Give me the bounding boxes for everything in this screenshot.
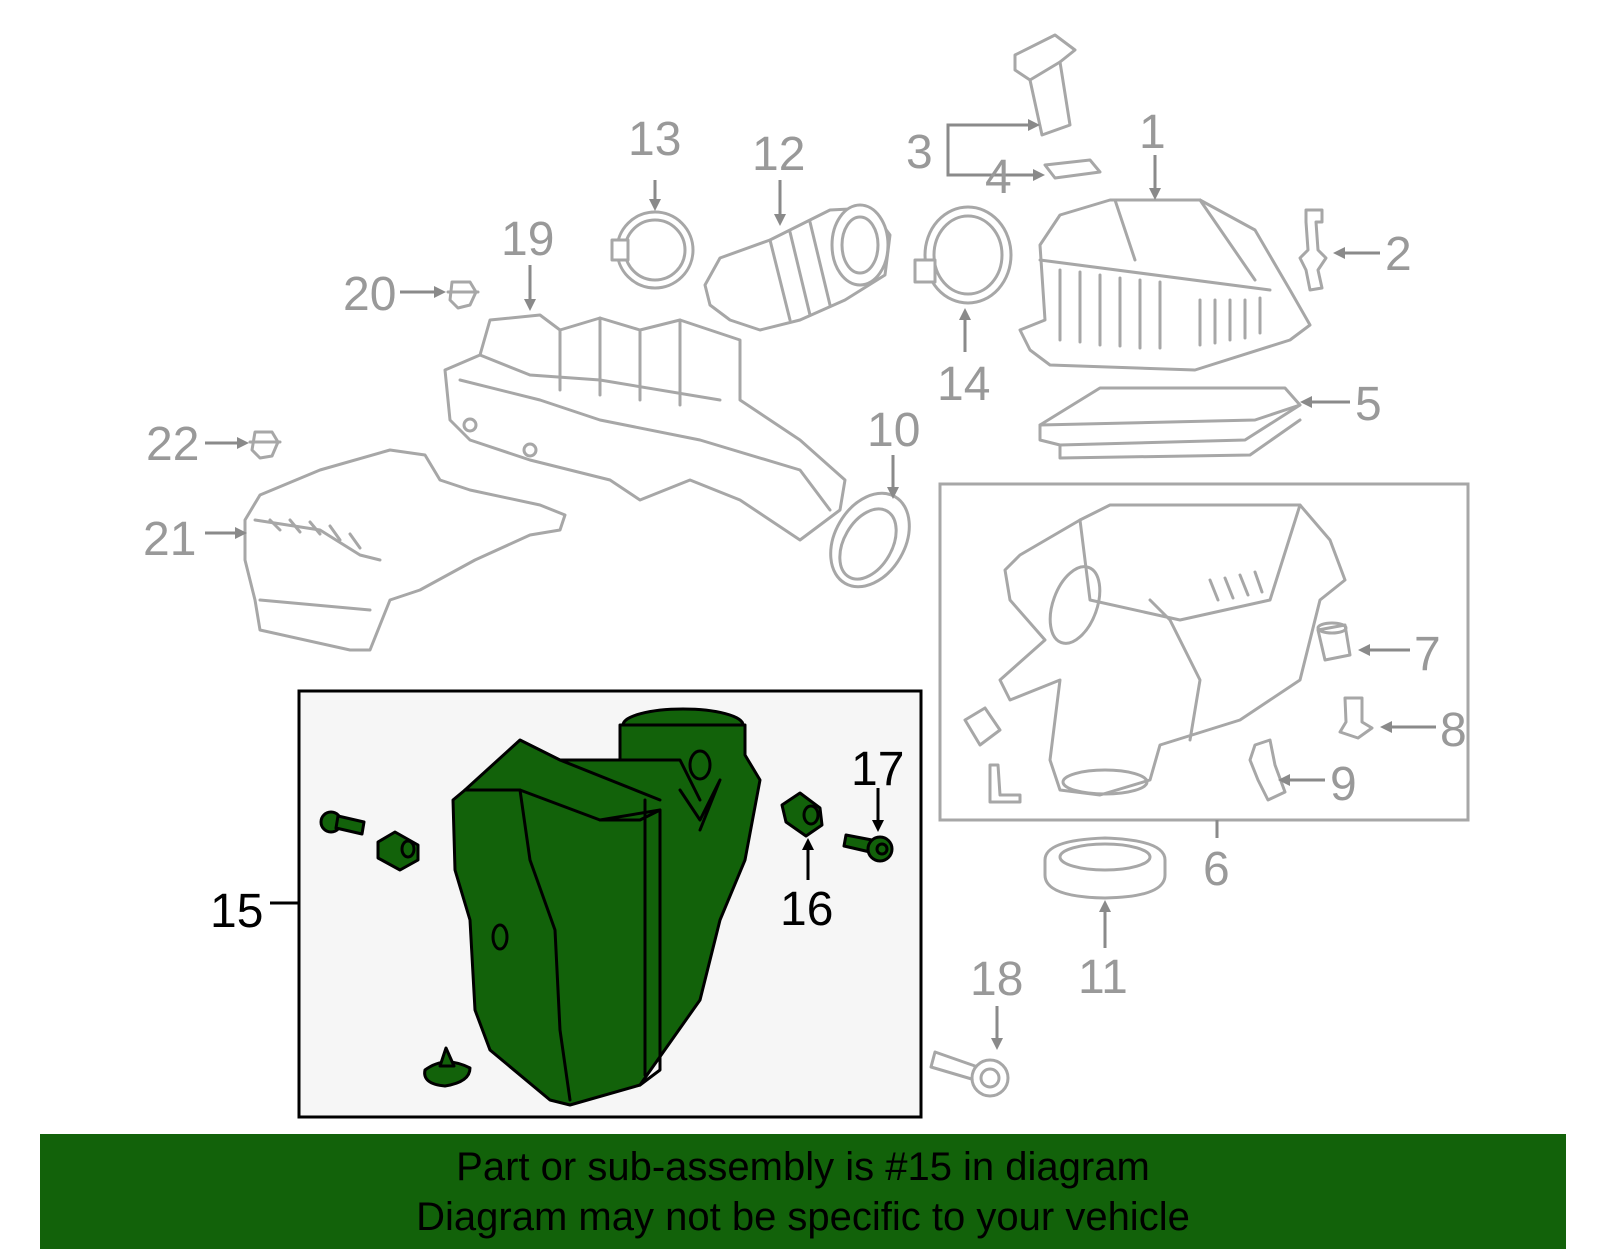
callout-8: 8	[1440, 704, 1467, 757]
part-6-small-bracket-b[interactable]	[988, 763, 1022, 804]
callout-12: 12	[752, 128, 805, 181]
banner-line-1: Part or sub-assembly is #15 in diagram	[456, 1145, 1150, 1189]
callout-19: 19	[501, 213, 554, 266]
part-4-gasket[interactable]	[1043, 158, 1102, 180]
part-22-clip[interactable]	[248, 430, 282, 460]
callout-10: 10	[867, 404, 920, 457]
callout-15: 15	[210, 885, 263, 938]
part-19-duct[interactable]	[443, 313, 847, 542]
part-16-grommet[interactable]	[780, 791, 824, 838]
banner-line-2: Diagram may not be specific to your vehi…	[416, 1195, 1190, 1239]
callout-17: 17	[851, 743, 904, 796]
part-12-intake-tube[interactable]	[703, 203, 892, 332]
callout-2: 2	[1385, 228, 1412, 281]
callout-16: 16	[780, 883, 833, 936]
part-21-resonator[interactable]	[243, 448, 567, 652]
part-8-pin[interactable]	[1338, 696, 1374, 740]
part-6-small-bracket-a[interactable]	[963, 706, 1002, 747]
part-3-sensor[interactable]	[1013, 33, 1077, 137]
callout-6: 6	[1203, 843, 1230, 896]
part-18-bolt[interactable]	[929, 1050, 1010, 1098]
assembly-6-box	[938, 482, 1470, 822]
part-5-filter[interactable]	[1038, 386, 1302, 460]
part-15-pushpin[interactable]	[423, 1046, 472, 1088]
callout-11: 11	[1078, 951, 1128, 1004]
part-15-resonator[interactable]	[451, 707, 762, 1107]
part-15-grommet-left[interactable]	[376, 830, 420, 872]
part-11-seal[interactable]	[1043, 836, 1167, 900]
part-13-clamp[interactable]	[610, 210, 695, 290]
part-20-clip[interactable]	[446, 280, 480, 310]
callout-3: 3	[906, 126, 933, 179]
callout-7: 7	[1414, 628, 1441, 681]
callout-22: 22	[146, 418, 199, 471]
callout-5: 5	[1355, 378, 1382, 431]
part-10-seal[interactable]	[815, 479, 926, 601]
callout-21: 21	[143, 513, 196, 566]
info-banner: Part or sub-assembly is #15 in diagram D…	[40, 1134, 1566, 1249]
part-9-clip[interactable]	[1248, 738, 1287, 802]
callout-20: 20	[343, 268, 396, 321]
callout-9: 9	[1330, 758, 1357, 811]
part-1-housing-cover[interactable]	[1018, 198, 1312, 372]
part-2-clip[interactable]	[1298, 208, 1328, 292]
callout-13: 13	[628, 113, 681, 166]
part-14-clamp[interactable]	[913, 205, 1013, 305]
callout-4: 4	[985, 151, 1012, 204]
callout-14: 14	[937, 358, 990, 411]
part-17-bolt[interactable]	[842, 833, 894, 863]
callout-18: 18	[970, 953, 1023, 1006]
part-6-lower-housing[interactable]	[998, 503, 1347, 797]
part-7-grommet[interactable]	[1316, 621, 1352, 662]
leader-3-4	[946, 123, 1035, 177]
part-15-bolt-left[interactable]	[319, 810, 366, 836]
callout-1: 1	[1139, 106, 1166, 159]
